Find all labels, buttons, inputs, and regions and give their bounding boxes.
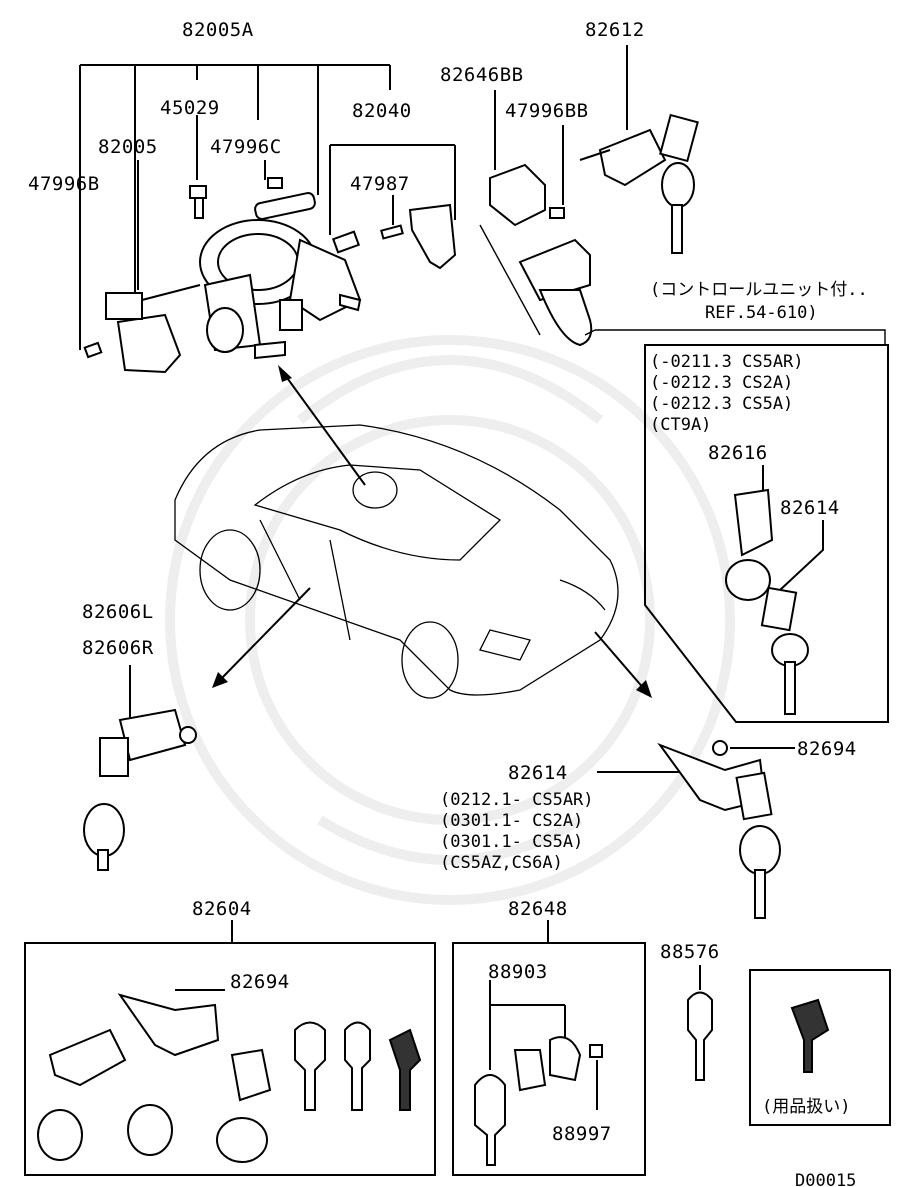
ignition-switch-group — [79, 64, 457, 374]
label-82646bb: 82646BB — [440, 64, 524, 86]
lock-set-parts — [37, 993, 422, 1163]
car-outline — [174, 424, 619, 699]
control-unit-82646bb — [489, 163, 565, 227]
label-82005: 82005 — [98, 136, 158, 158]
label-range-b3: (0301.1- CS5A) — [440, 832, 583, 852]
label-82694-mid: 82694 — [797, 738, 857, 760]
label-88997: 88997 — [552, 1123, 612, 1145]
lock-cylinder-82614-early — [725, 488, 809, 715]
label-82005a: 82005A — [182, 19, 254, 41]
label-82614-top: 82614 — [780, 497, 840, 519]
label-range-b2: (0301.1- CS2A) — [440, 811, 583, 831]
label-range-a1: (-0211.3 CS5AR) — [650, 352, 804, 372]
key-cylinder-82612 — [579, 113, 699, 254]
pin-47987 — [380, 224, 404, 240]
lock-set-82604-box — [24, 920, 436, 1176]
trunk-lock-82614-group — [597, 740, 795, 919]
watermark-emblem — [165, 335, 735, 905]
label-range-b1: (0212.1- CS5AR) — [440, 790, 594, 810]
screw-47996b — [83, 341, 103, 359]
door-lock-cylinder-82606 — [83, 708, 197, 871]
key-set-parts — [474, 1036, 603, 1166]
pointer-arrows — [212, 365, 652, 698]
label-88576: 88576 — [660, 941, 720, 963]
key-cylinder-82612-group — [579, 45, 699, 254]
label-82040: 82040 — [352, 100, 412, 122]
label-82614-mid: 82614 — [508, 762, 568, 784]
label-82604: 82604 — [192, 898, 252, 920]
key-88576-group — [687, 965, 891, 1126]
label-82648: 82648 — [508, 898, 568, 920]
label-ref-line2: REF.54-610) — [705, 303, 818, 323]
label-82694-box: 82694 — [230, 971, 290, 993]
label-82606r: 82606R — [82, 637, 154, 659]
label-accessory: (用品扱い) — [762, 1097, 850, 1117]
immobilizer-ring — [518, 238, 593, 347]
label-47996b: 47996B — [28, 173, 100, 195]
label-82612: 82612 — [585, 19, 645, 41]
steering-lock-housing — [199, 219, 362, 360]
label-range-b4: (CS5AZ,CS6A) — [440, 853, 563, 873]
label-82606l: 82606L — [82, 601, 154, 623]
label-88903: 88903 — [488, 961, 548, 983]
key-set-82648-box — [452, 920, 646, 1176]
screw-47996c — [267, 177, 283, 189]
label-47996bb: 47996BB — [505, 100, 589, 122]
label-45029: 45029 — [160, 97, 220, 119]
label-47996c: 47996C — [210, 136, 282, 158]
trunk-lock-cylinder-82614 — [657, 740, 781, 919]
label-diagram-code: D00015 — [795, 1171, 856, 1187]
cover-82040 — [408, 203, 457, 270]
control-unit-group — [479, 90, 886, 347]
bolt-45029 — [189, 185, 207, 219]
switch-body-82005 — [105, 284, 201, 374]
ignition-key-small — [254, 192, 316, 220]
part-labels: 82005A 45029 82005 47996C 47996B 82040 4… — [28, 19, 868, 1187]
range-box-early — [644, 344, 889, 723]
label-range-a2: (-0212.3 CS2A) — [650, 373, 793, 393]
label-range-a4: (CT9A) — [650, 415, 711, 435]
door-lock-82606-group — [83, 665, 197, 871]
label-82616: 82616 — [708, 442, 768, 464]
label-range-a3: (-0212.3 CS5A) — [650, 394, 793, 414]
label-47987: 47987 — [350, 173, 410, 195]
label-ref-line1: (コントロールユニット付.. — [650, 280, 868, 300]
